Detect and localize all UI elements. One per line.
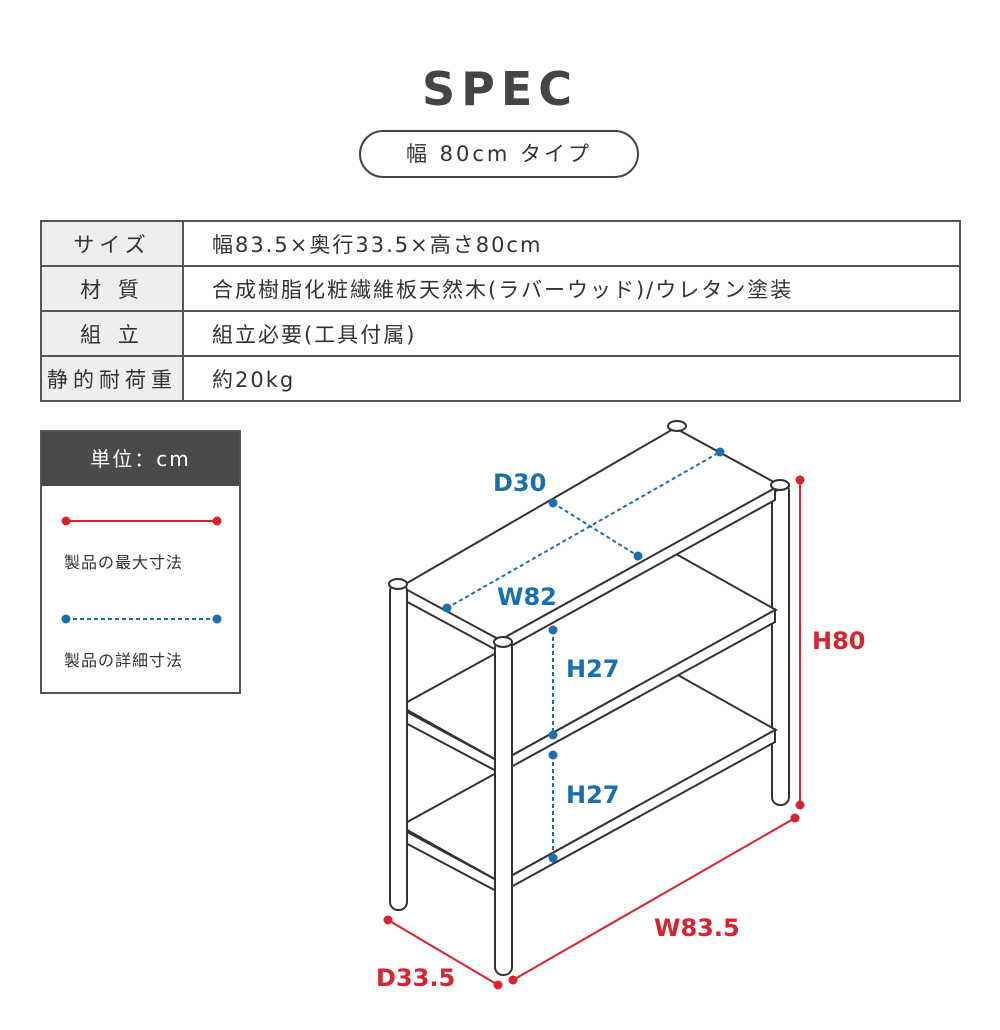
shelf-height-label-lower: H27 bbox=[566, 781, 619, 809]
legend: 単位：cm 製品の最大寸法 製品の詳細寸法 bbox=[40, 430, 241, 694]
spec-value: 組立必要(工具付属) bbox=[182, 310, 961, 357]
spec-label: 材 質 bbox=[40, 265, 184, 312]
detail-dimension-line-icon bbox=[61, 614, 222, 624]
spec-label: サイズ bbox=[40, 220, 184, 267]
shelf-height-label-upper: H27 bbox=[566, 655, 619, 683]
detail-dimension-points bbox=[442, 447, 725, 863]
spec-value: 約20kg bbox=[182, 355, 961, 402]
depth-inner-label: D30 bbox=[493, 469, 546, 497]
spec-label: 静的耐荷重 bbox=[40, 355, 184, 402]
shelf-drawing bbox=[388, 420, 790, 976]
depth-label: D33.5 bbox=[376, 964, 455, 992]
type-badge: 幅 80cm タイプ bbox=[359, 130, 639, 178]
table-row: 材 質合成樹脂化粧繊維板天然木(ラバーウッド)/ウレタン塗装 bbox=[40, 265, 961, 312]
max-dimension-points bbox=[383, 475, 805, 990]
table-row: 静的耐荷重約20kg bbox=[40, 355, 961, 402]
width-inner-label: W82 bbox=[497, 583, 557, 611]
unit-header: 単位：cm bbox=[42, 432, 239, 486]
legend-lines bbox=[61, 516, 222, 624]
spec-table: サイズ幅83.5×奥行33.5×高さ80cm 材 質合成樹脂化粧繊維板天然木(ラ… bbox=[40, 220, 961, 402]
spec-value: 幅83.5×奥行33.5×高さ80cm bbox=[182, 220, 961, 267]
page-title: SPEC bbox=[421, 62, 579, 116]
spec-value: 合成樹脂化粧繊維板天然木(ラバーウッド)/ウレタン塗装 bbox=[182, 265, 961, 312]
spec-label: 組 立 bbox=[40, 310, 184, 357]
width-label: W83.5 bbox=[654, 914, 740, 942]
max-dimension-lines bbox=[387, 480, 801, 986]
detail-dimension-label: 製品の詳細寸法 bbox=[64, 651, 184, 670]
table-row: サイズ幅83.5×奥行33.5×高さ80cm bbox=[40, 220, 961, 267]
max-dimension-line-icon bbox=[61, 516, 222, 526]
height-label: H80 bbox=[812, 627, 865, 655]
table-row: 組 立組立必要(工具付属) bbox=[40, 310, 961, 357]
detail-dimension-lines bbox=[446, 451, 721, 858]
max-dimension-label: 製品の最大寸法 bbox=[64, 553, 184, 572]
